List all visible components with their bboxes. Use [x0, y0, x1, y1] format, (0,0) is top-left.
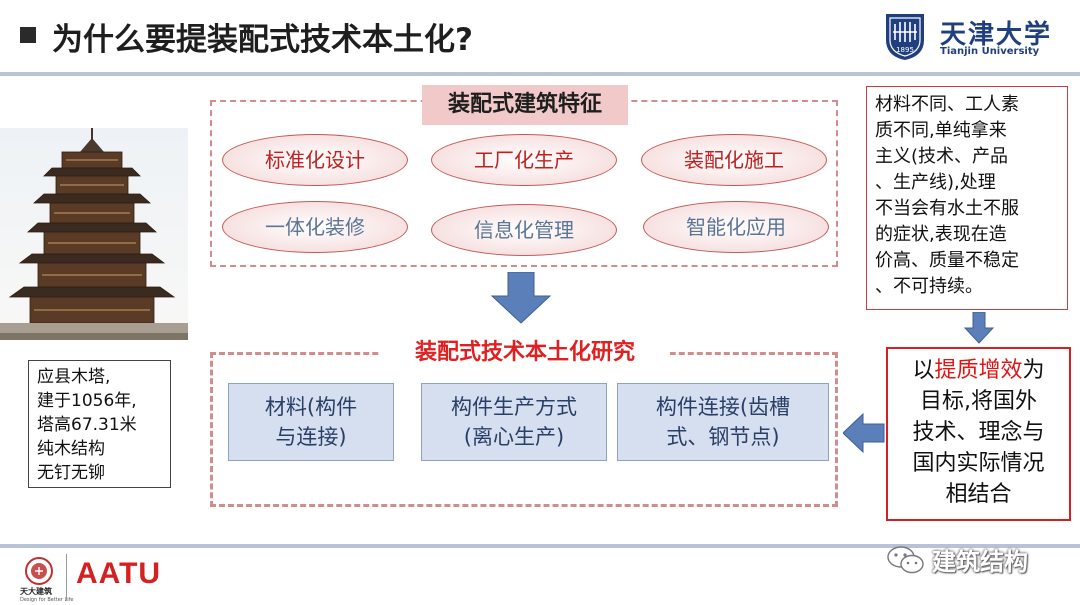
goal-prefix: 以: [912, 358, 935, 383]
goal-highlight: 提质增效: [934, 358, 1023, 383]
research-card-production-method: 构件生产方式 (离心生产): [421, 383, 607, 461]
issue-line: 的症状,表现在造: [875, 224, 1007, 245]
issue-line: 、生产线),处理: [875, 172, 996, 193]
goal-note: 以提质增效为 目标,将国外 技术、理念与 国内实际情况 相结合: [886, 347, 1071, 521]
page-title: 为什么要提装配式技术本土化?: [52, 22, 473, 58]
issue-line: 材料不同、工人素: [875, 94, 1019, 115]
footer-divider: [0, 544, 1080, 548]
goal-first-line: 以提质增效为: [892, 355, 1065, 386]
issue-line: 价高、质量不稳定: [875, 250, 1019, 271]
caption-line: 建于1056年,: [37, 391, 137, 411]
title-bullet: [20, 27, 36, 43]
goal-line: 相结合: [945, 482, 1012, 507]
university-name-cn: 天津大学: [940, 20, 1053, 50]
left-arrow-icon: [843, 413, 885, 453]
small-down-arrow-icon: [964, 312, 994, 344]
feature-factory-production: 工厂化生产: [431, 134, 617, 186]
footer-separator: [66, 554, 67, 600]
issue-line: 不当会有水土不服: [875, 198, 1019, 219]
feature-standardized-design: 标准化设计: [222, 134, 408, 186]
caption-line: 应县木塔,: [37, 367, 111, 387]
goal-line: 技术、理念与: [912, 420, 1045, 445]
university-name-en: Tianjin University: [940, 46, 1040, 57]
watermark-text: 建筑结构: [932, 548, 1028, 576]
caption-line: 塔高67.31米: [37, 415, 137, 435]
goal-line: 目标,将国外: [920, 389, 1037, 414]
wooden-pagoda-image: [0, 128, 188, 340]
issue-line: 、不可持续。: [875, 276, 983, 297]
university-logo: 1895 天津大学 Tianjin University: [882, 8, 1072, 64]
goal-line: 国内实际情况: [912, 451, 1045, 476]
goal-suffix: 为: [1022, 358, 1045, 383]
research-card-line: 构件生产方式: [451, 395, 577, 419]
research-card-line: 构件连接(齿槽: [655, 395, 791, 419]
school-seal-icon: [25, 557, 53, 585]
issue-line: 质不同,单纯拿来: [875, 120, 1007, 141]
feature-group-title: 装配式建筑特征: [422, 85, 628, 125]
research-card-materials: 材料(构件 与连接): [228, 383, 394, 461]
issue-line: 主义(技术、产品: [875, 146, 1009, 167]
feature-integrated-decoration: 一体化装修: [222, 201, 408, 253]
research-card-line: 与连接): [275, 425, 347, 449]
brand-logo-text: AATU: [76, 557, 162, 590]
header-divider: [0, 72, 1080, 76]
research-group-title: 装配式技术本土化研究: [380, 333, 670, 373]
seal-year: 1895: [896, 46, 914, 54]
feature-assembly-construction: 装配化施工: [641, 134, 827, 186]
caption-line: 纯木结构: [37, 439, 105, 459]
wechat-icon: [887, 546, 924, 574]
down-arrow-icon: [490, 272, 552, 324]
school-slogan: Design for Better Life: [20, 597, 74, 603]
issue-note: 材料不同、工人素 质不同,单纯拿来 主义(技术、产品 、生产线),处理 不当会有…: [866, 86, 1068, 310]
research-card-line: 式、钢节点): [666, 425, 780, 449]
research-card-line: (离心生产): [463, 425, 565, 449]
caption-line: 无钉无铆: [37, 463, 105, 483]
research-card-connection: 构件连接(齿槽 式、钢节点): [617, 383, 829, 461]
feature-intelligent-application: 智能化应用: [643, 201, 829, 253]
research-card-line: 材料(构件: [264, 395, 358, 419]
school-name-cn: 天大建筑: [20, 587, 52, 596]
feature-information-management: 信息化管理: [431, 204, 617, 256]
university-seal-icon: 1895: [886, 14, 924, 60]
pagoda-caption: 应县木塔, 建于1056年, 塔高67.31米 纯木结构 无钉无铆: [28, 360, 171, 488]
